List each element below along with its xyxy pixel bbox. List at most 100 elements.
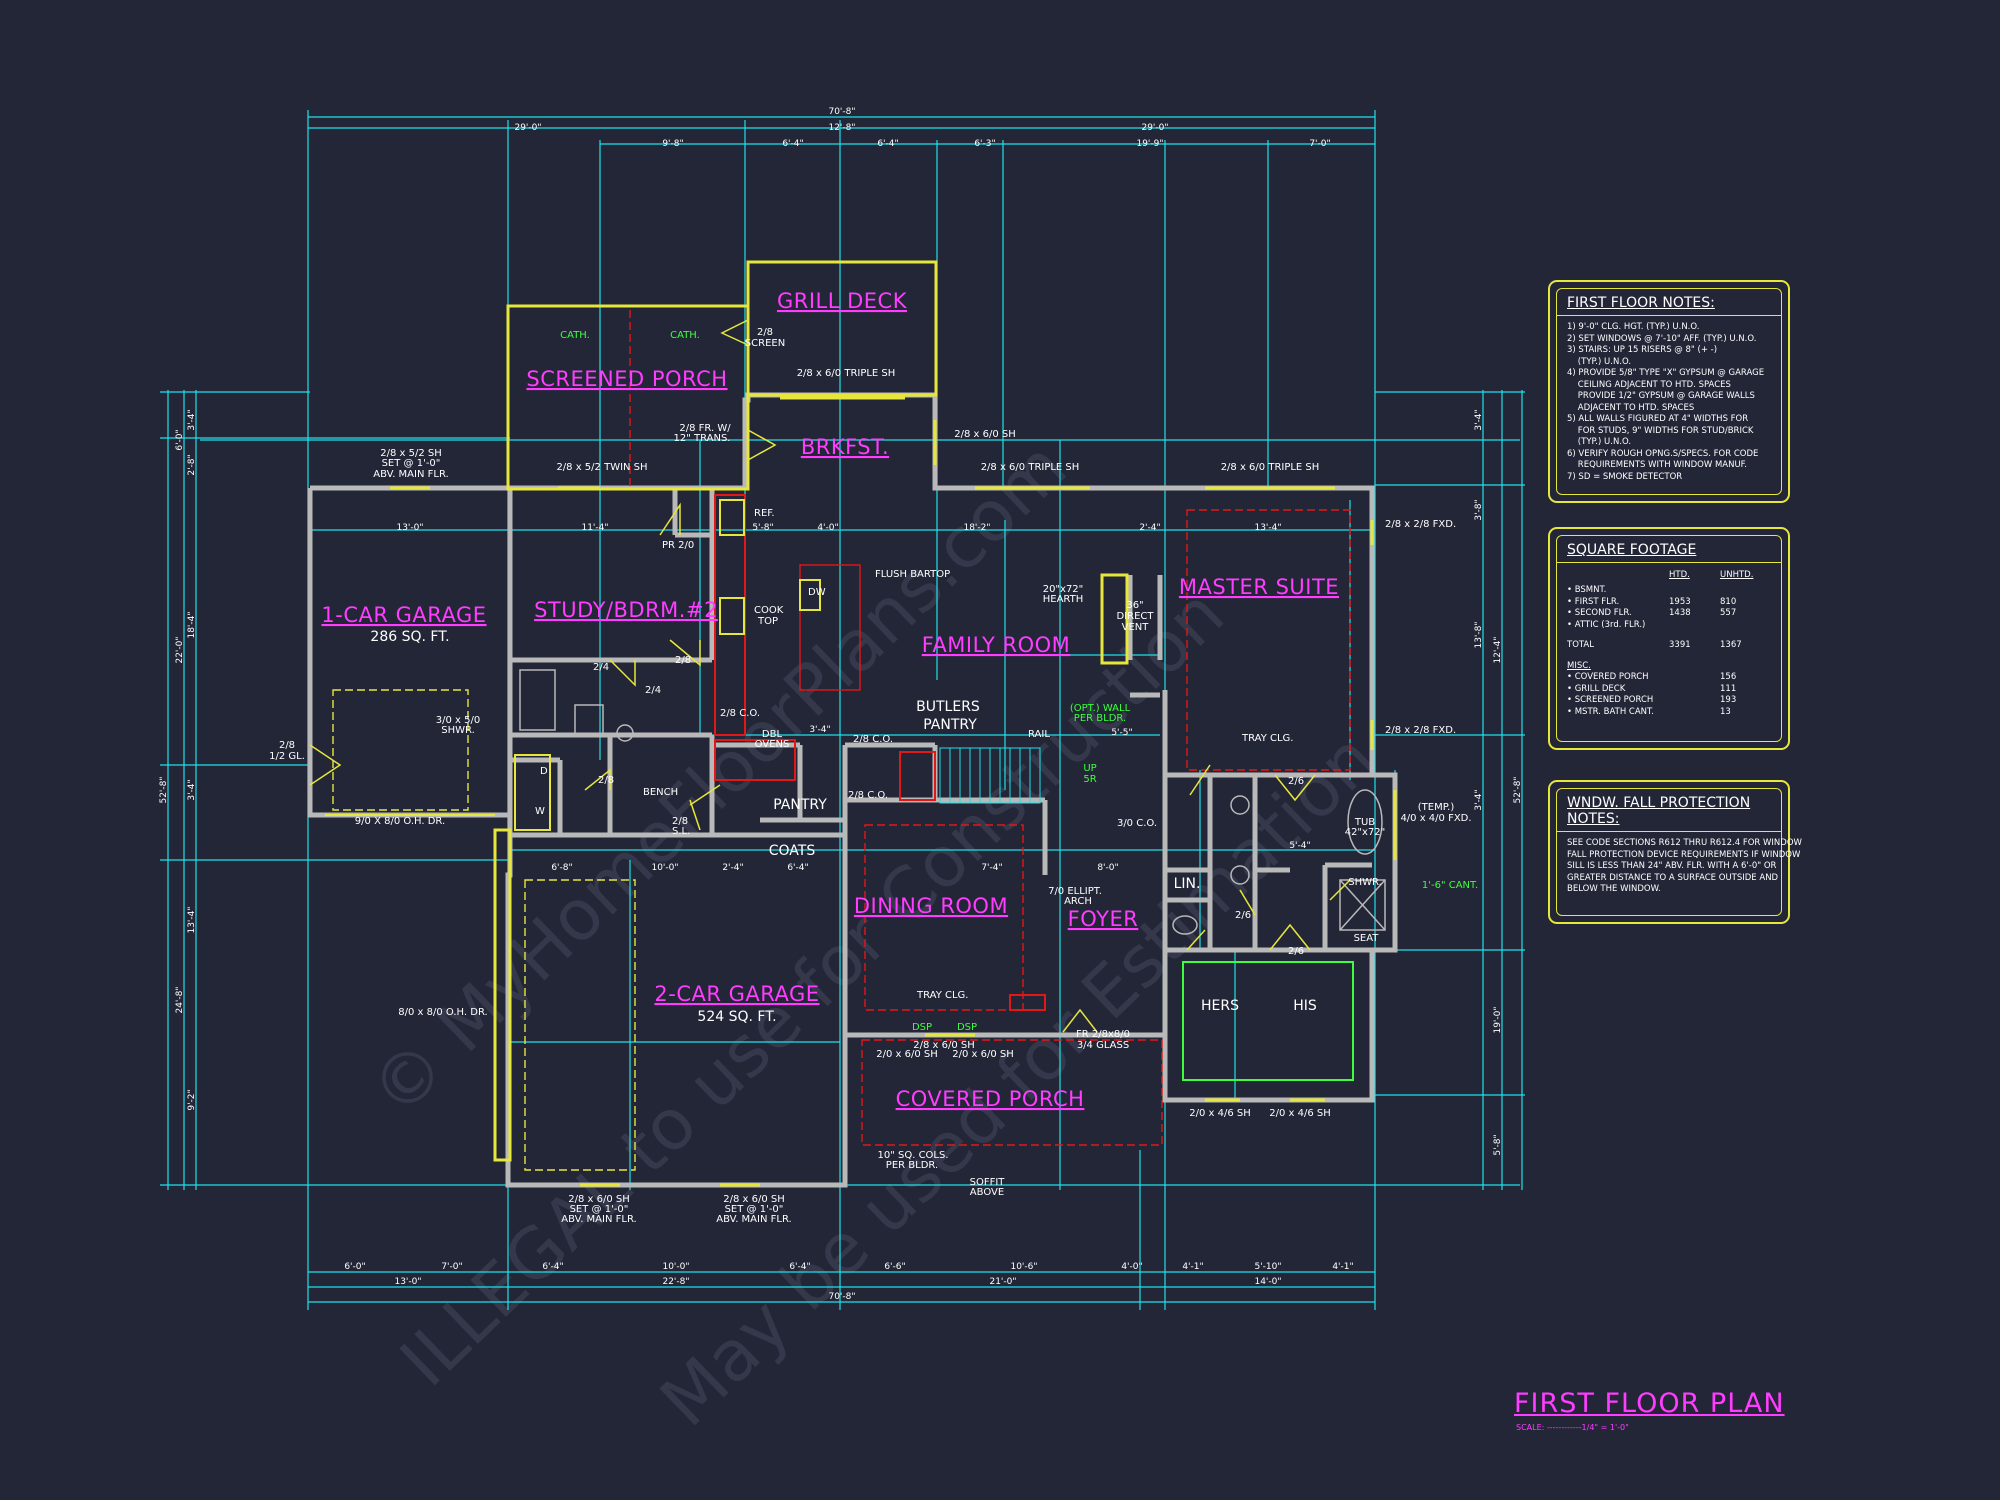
dim-right-1: 3'-4" [1474,409,1484,430]
callout-w: W [535,806,545,817]
callout-arch-1: 7/0 ELLIPT. [1048,886,1102,897]
note-line: CEILING ADJACENT TO HTD. SPACES [1567,379,1731,390]
sqft-misc-title: MISC. [1567,661,1771,673]
callout-opt-1: (OPT.) WALL [1070,703,1131,714]
callout-pr: PR 2/0 [662,540,694,551]
room-1-car-garage-area: 286 SQ. FT. [370,629,449,645]
callout-door-glass-2: 3/4 GLASS [1077,1040,1129,1051]
note-line: 3) STAIRS: UP 15 RISERS @ 8" (+ -) [1567,345,1718,355]
note-line: ADJACENT TO HTD. SPACES [1567,402,1695,413]
sqft-row-htd [1669,684,1720,696]
porch-outlines [493,260,1397,1162]
window-fall-protection-frame: WNDW. FALL PROTECTION NOTES: SEE CODE SE… [1556,788,1802,916]
sqft-row: • ATTIC (3rd. FLR.) [1567,620,1771,632]
callout-triple-family: 2/8 x 6/0 TRIPLE SH [981,462,1080,473]
callout-door-glass-1: FR 2/8x8/0 [1076,1029,1130,1040]
room-family-room: FAMILY ROOM [922,633,1071,657]
callout-vent-3: VENT [1122,622,1150,633]
dim-bot-6: 6'-6" [884,1262,905,1272]
sqft-row-unhtd: 193 [1720,695,1737,705]
dim-int-7: 2'-4" [1139,523,1160,533]
sqft-row-unhtd: 1367 [1720,640,1742,650]
callout-gsh-6: ABV. MAIN FLR. [716,1214,791,1225]
callout-dsp-2: DSP [957,1022,977,1033]
callout-tub-2: 42"x72" [1345,827,1386,838]
callout-d28sl-2: S.L. [672,826,690,837]
dim-left-1: 6'-0" [175,429,185,450]
dim-left-8: 24'-8" [175,986,185,1013]
sqft-row-unhtd: 156 [1720,672,1737,682]
dim-int-8: 6'-8" [551,863,572,873]
sqft-row-unhtd [1720,585,1771,597]
callout-sr: 5R [1083,774,1096,785]
note-line: 4) PROVIDE 5/8" TYPE "X" GYPSUM @ GARAGE [1567,368,1765,378]
sqft-row-unhtd: 13 [1720,706,1731,717]
first-floor-notes-frame: FIRST FLOOR NOTES: 1) 9'-0" CLG. HGT. (T… [1556,288,1782,495]
callout-ohdr-1: 9/0 X 8/0 O.H. DR. [355,816,445,827]
callout-gsh-4: 2/8 x 6/0 SH [723,1194,785,1205]
callout-cath-1: CATH. [560,330,590,341]
callout-fr-2: 12" TRANS. [673,433,730,444]
dim-right-8: 5'-8" [1493,1134,1503,1155]
room-grill-deck: GRILL DECK [777,289,908,313]
callout-gsh-2: SET @ 1'-0" [570,1204,629,1215]
callout-fxd-2: 2/8 x 2/8 FXD. [1385,725,1456,736]
callout-sh-closet-2: 2/0 x 4/6 SH [1269,1108,1331,1119]
note-line: 5) ALL WALLS FIGURED AT 4" WIDTHS FOR [1567,414,1749,424]
dim-left-7: 13'-4" [187,906,197,933]
sqft-row-label: TOTAL [1567,640,1594,650]
dim-bot-4: 10'-0" [662,1262,689,1272]
dim-int-10: 2'-4" [722,863,743,873]
callout-hearth-2: HEARTH [1043,594,1084,605]
callout-co-4: 3/0 C.O. [1117,818,1157,829]
room-dining-room: DINING ROOM [854,894,1008,918]
callout-sh-closet-1: 2/0 x 4/6 SH [1189,1108,1251,1119]
room-brkfst: BRKFST. [801,435,889,459]
sqft-row-htd [1669,585,1720,597]
plan-title: FIRST FLOOR PLAN [1514,1388,1785,1419]
door-swings [309,319,1351,1033]
dim-left-5: 18'-4" [187,611,197,638]
callout-twin-sh: 2/8 x 5/2 TWIN SH [556,462,647,473]
windows [325,396,1335,1187]
dim-overall-bottom: 70'-8" [828,1292,855,1302]
dim-left-9: 9'-2" [187,1089,197,1110]
fall-note-line: GREATER DISTANCE TO A SURFACE OUTSIDE AN… [1567,872,1779,883]
callout-soffit-1: SOFFIT [970,1177,1006,1188]
square-footage-panel: SQUARE FOOTAGE HTD. UNHTD. • BSMNT. • FI… [1548,527,1790,750]
sqft-row-label: • BSMNT. [1567,585,1607,595]
room-foyer: FOYER [1068,907,1139,931]
room-his: HIS [1293,998,1317,1014]
note-line: 2) SET WINDOWS @ 7'-10" AFF. (TYP.) U.N.… [1567,333,1757,344]
callout-seat: SEAT [1354,933,1380,944]
kitchen-fixtures [514,494,1046,1011]
room-1-car-garage: 1-CAR GARAGE [321,603,486,627]
callout-d28b: 2/8 [598,775,614,786]
dim-bot-11: 4'-1" [1332,1262,1353,1272]
callout-rail: RAIL [1028,729,1050,740]
sqft-row-htd [1669,672,1720,684]
callout-gsh-5: SET @ 1'-0" [725,1204,784,1215]
dim-bot2-4: 14'-0" [1254,1277,1281,1287]
square-footage-title: SQUARE FOOTAGE [1557,542,1781,563]
dim-overall-top: 70'-8" [828,107,855,117]
sqft-row-label: • SECOND FLR. [1567,608,1632,618]
room-hers: HERS [1201,998,1239,1014]
dim-top-2: 12'-8" [828,123,855,133]
sqft-row-unhtd: 810 [1720,596,1737,607]
dimension-labels: 70'-8" 29'-0" 12'-8" 29'-0" 9'-8" 6'-4" … [159,107,1523,1302]
stairs [939,747,1041,804]
dim-int-1: 13'-0" [396,523,423,533]
dim-right-7: 19'-0" [1493,1006,1503,1033]
fall-note-line: BELOW THE WINDOW. [1567,884,1661,894]
dim-left-3: 2'-8" [187,454,197,475]
bath-fixtures [519,669,1386,935]
callout-sh-garage-3: ABV. MAIN FLR. [373,469,448,480]
dim-bot2-3: 21'-0" [989,1277,1016,1287]
callout-dsp-1: DSP [912,1022,932,1033]
callout-flush: FLUSH BARTOP [875,569,950,580]
sqft-row-unhtd: 557 [1720,608,1737,618]
dim-right-3: 13'-8" [1474,621,1484,648]
